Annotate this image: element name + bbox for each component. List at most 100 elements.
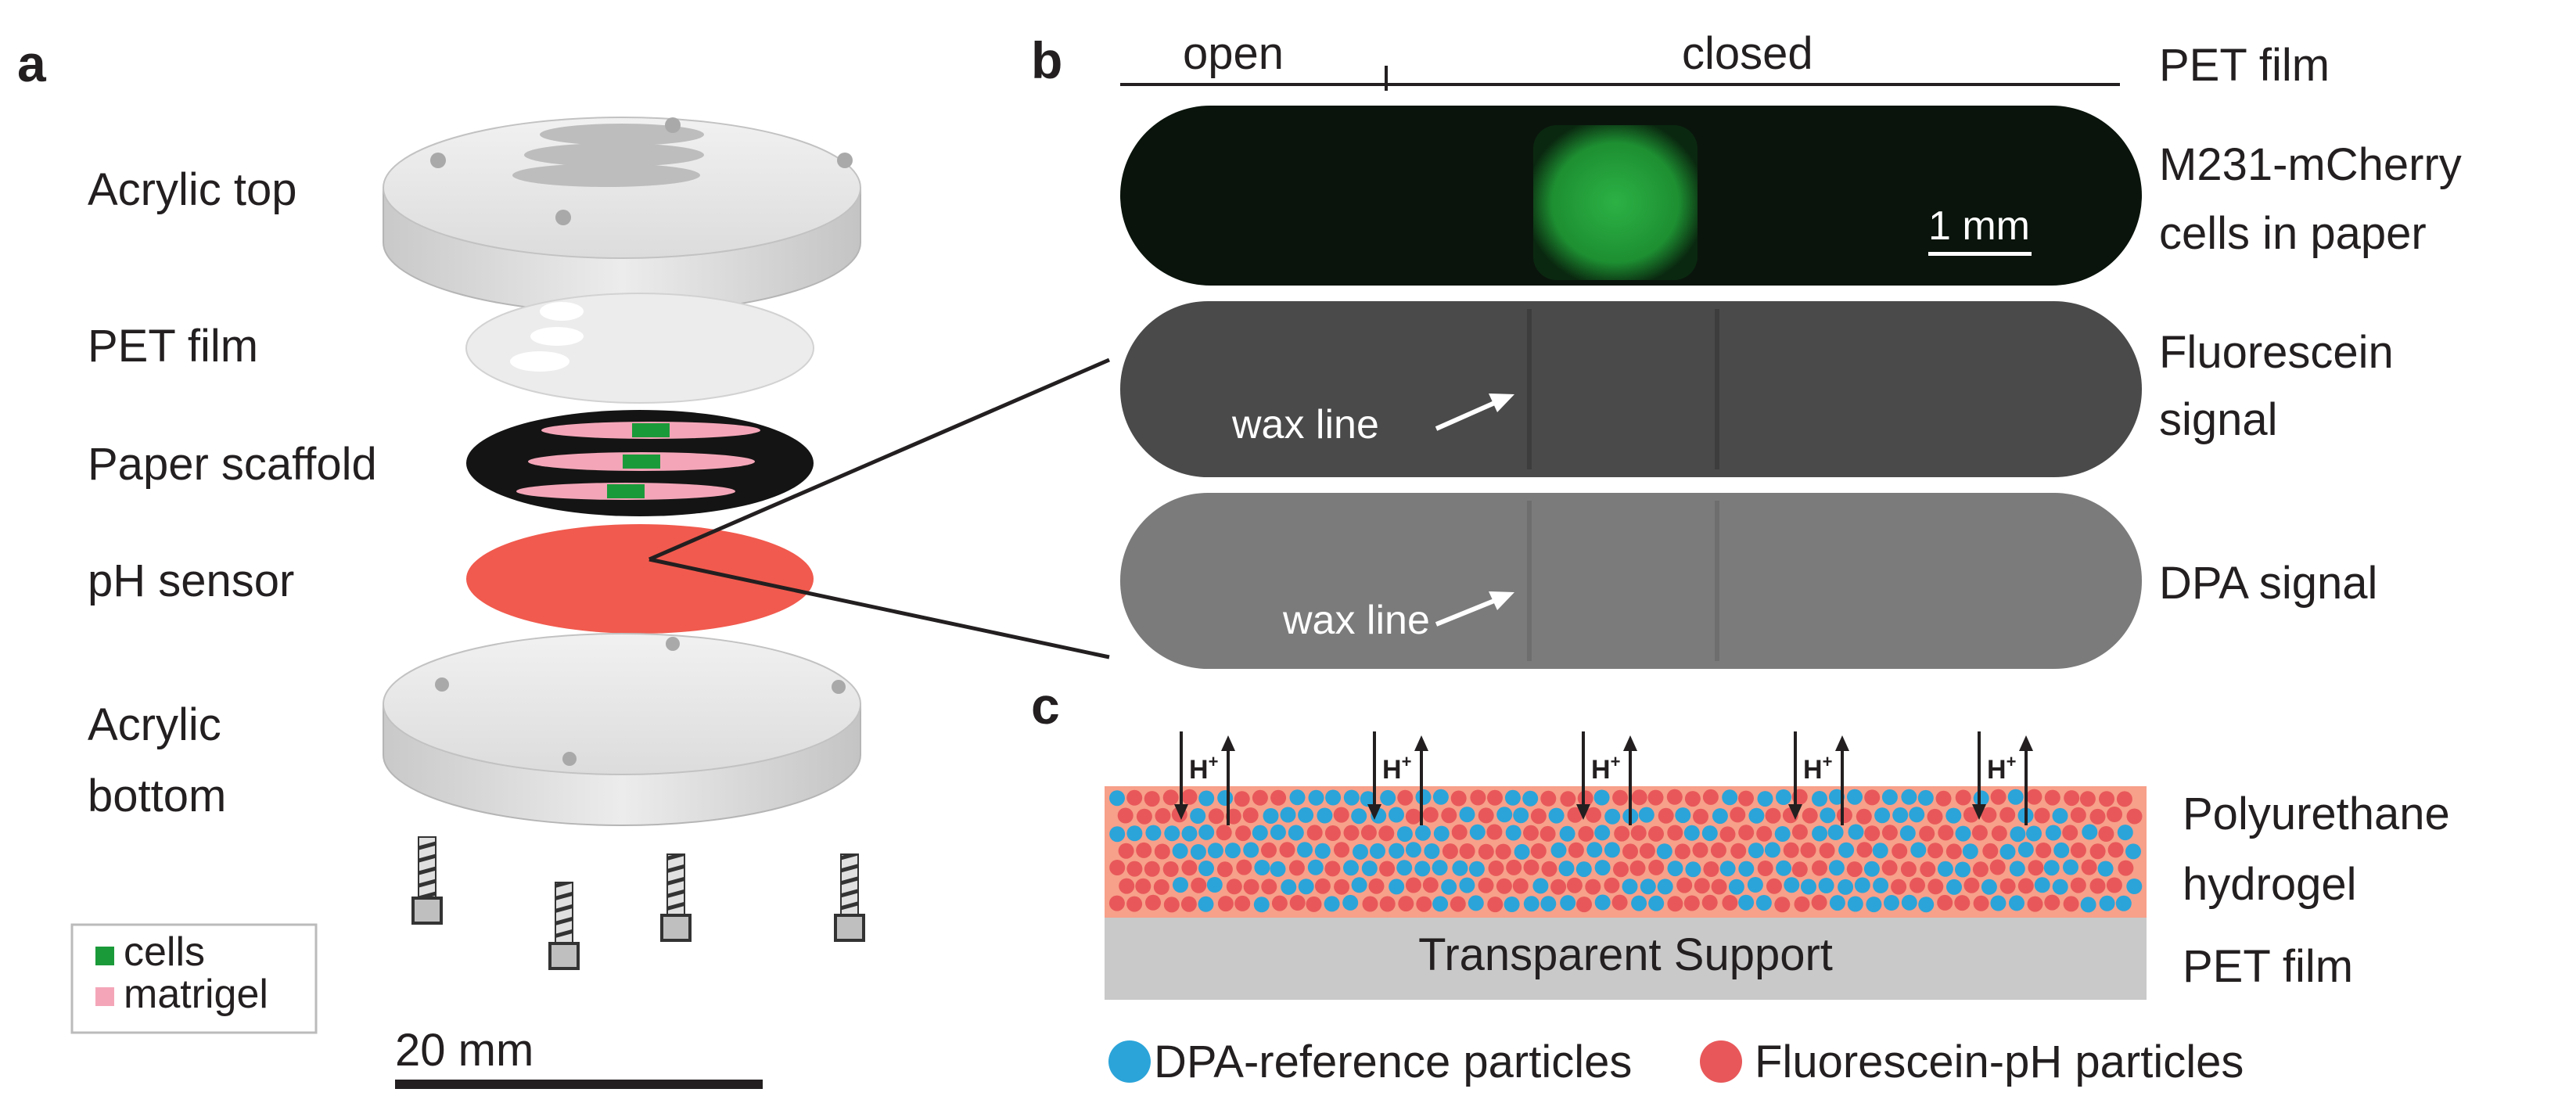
particle (1136, 808, 1152, 825)
particle (1755, 895, 1772, 911)
particle (1791, 824, 1808, 840)
particle (1360, 791, 1376, 807)
cells-image-strip (1120, 106, 2142, 286)
particle (1145, 894, 1161, 911)
particle (1270, 824, 1286, 840)
particle (1252, 825, 1268, 841)
acrylic-bottom-disc (383, 633, 861, 826)
particle (1909, 807, 1925, 823)
particle (1253, 897, 1270, 913)
particle (1504, 789, 1521, 806)
particle (1683, 825, 1700, 841)
particle (1631, 895, 1647, 911)
particle (1766, 878, 1782, 894)
particle (1989, 859, 2006, 875)
particle (1901, 894, 1917, 911)
wax-line-arrow-1 (1435, 399, 1500, 431)
layer-label-paper-scaffold: Paper scaffold (88, 439, 377, 490)
particle (1288, 860, 1305, 876)
particle (2063, 859, 2078, 875)
layer-label-hydrogel-2: hydrogel (2183, 859, 2356, 910)
particle (1657, 879, 1673, 895)
particle (1927, 808, 1943, 825)
particle (1523, 825, 1539, 841)
particle (1701, 894, 1718, 911)
legend-swatch-matrigel (95, 987, 114, 1006)
particle (1973, 895, 1989, 911)
screw (411, 836, 443, 925)
particle (1764, 842, 1780, 858)
particle (1109, 790, 1125, 807)
particle (2117, 825, 2133, 841)
particle (1604, 808, 1621, 825)
particle (1459, 843, 1475, 859)
particle (2106, 877, 2122, 893)
particle (1658, 807, 1674, 824)
pet-film-disc (465, 293, 814, 404)
particle (1838, 879, 1854, 895)
particle (2052, 879, 2068, 895)
particle (1496, 878, 1512, 894)
particle (1728, 879, 1744, 895)
particle (1514, 843, 1530, 860)
particle (1459, 807, 1475, 823)
cells-region-2 (623, 455, 660, 469)
hplus-label: H+ (1591, 752, 1620, 785)
particle (1441, 879, 1457, 895)
particle (1254, 860, 1270, 875)
particle (1252, 789, 1268, 806)
particle (1432, 860, 1448, 876)
particle (1206, 877, 1223, 893)
legend-swatch-fluor (1700, 1040, 1742, 1083)
particle (1864, 789, 1881, 806)
particle (2107, 807, 2122, 822)
particle (1666, 789, 1683, 805)
particle (1289, 895, 1306, 911)
particle (1935, 790, 1952, 807)
particle (1838, 842, 1855, 858)
particle (2070, 842, 2086, 858)
particle (1486, 824, 1503, 840)
particle (1513, 807, 1529, 824)
legend-swatch-dpa (1108, 1040, 1151, 1083)
particle (1594, 894, 1611, 911)
particle (1629, 860, 1646, 876)
particle (1242, 807, 1259, 824)
particle (1710, 842, 1726, 858)
particle (1818, 878, 1834, 893)
particle (1586, 807, 1601, 823)
particle (1224, 843, 1241, 859)
particle (1180, 896, 1197, 912)
particle (1495, 843, 1511, 860)
legend-label-cells: cells (124, 929, 205, 975)
particle (1971, 825, 1988, 841)
particle (1333, 807, 1349, 823)
particle (1872, 843, 1888, 859)
particle (1920, 861, 1936, 878)
particle (1667, 861, 1683, 877)
particle (1307, 859, 1324, 875)
particle (1324, 861, 1341, 877)
particle (2099, 791, 2114, 807)
particle (1999, 878, 2016, 894)
particle (1530, 843, 1547, 859)
particle (1207, 843, 1223, 859)
particle (1630, 825, 1647, 841)
particle (1791, 861, 1808, 878)
particle (1892, 843, 1908, 859)
particle (1334, 879, 1350, 895)
hplus-label: H+ (1803, 752, 1832, 785)
particle (1468, 861, 1485, 877)
layer-label-hydrogel-1: Polyurethane (2183, 789, 2450, 839)
particle (1263, 808, 1279, 824)
scale-bar-label-a: 20 mm (395, 1025, 534, 1076)
particle (1190, 844, 1206, 860)
particle (1712, 808, 1728, 825)
particle (1800, 842, 1816, 858)
zoom-line-lower (648, 557, 1110, 659)
particle (1873, 877, 1889, 893)
particle (2017, 878, 2034, 894)
particle (1181, 789, 1198, 805)
particle (2034, 877, 2050, 893)
particle (1820, 807, 1836, 824)
